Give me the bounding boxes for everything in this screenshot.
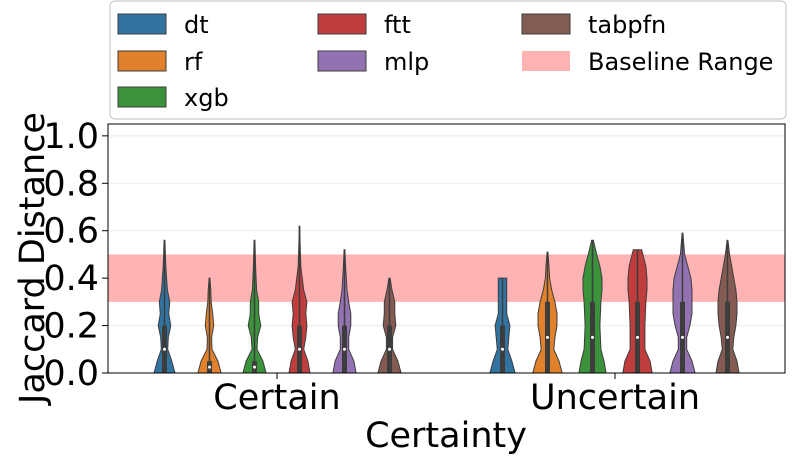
violin-median: [388, 347, 391, 351]
violin-median: [298, 347, 301, 351]
x-axis-label: Certainty: [365, 416, 527, 456]
legend-swatch-tabpfn: [521, 13, 571, 35]
legend-label-tabpfn: tabpfn: [588, 11, 666, 39]
legend-box: [109, 0, 787, 120]
legend-label-ftt: ftt: [384, 11, 411, 39]
violin-median: [253, 365, 256, 369]
legend-swatch-dt: [117, 13, 167, 35]
x-axis: Certain Uncertain: [213, 373, 700, 418]
violin-median: [208, 365, 211, 369]
violin-median: [591, 335, 594, 339]
violin-median: [163, 347, 166, 351]
plot-area: [107, 123, 786, 374]
x-tick-label: Certain: [213, 378, 340, 418]
violin-median: [726, 335, 729, 339]
legend-label-dt: dt: [184, 11, 209, 39]
violin-median: [546, 335, 549, 339]
violins: [153, 225, 740, 374]
violin-median: [343, 347, 346, 351]
legend-label-rf: rf: [184, 48, 203, 76]
legend-swatch-xgb: [117, 86, 167, 108]
baseline-range-band: [108, 254, 785, 302]
y-axis-label: Jaccard Distance: [13, 112, 53, 406]
y-tick-label: 0.4: [43, 259, 99, 299]
legend-swatch-rf: [117, 50, 167, 72]
violin-median: [501, 347, 504, 351]
legend-swatch-ftt: [317, 13, 367, 35]
y-tick-label: 0.8: [43, 164, 99, 204]
y-tick-label: 0.6: [43, 212, 99, 252]
y-axis: 0.0 0.2 0.4 0.6 0.8 1.0: [43, 117, 108, 394]
y-tick-label: 1.0: [43, 117, 99, 157]
legend-label-xgb: xgb: [184, 84, 229, 112]
x-tick-label: Uncertain: [530, 378, 700, 418]
violin-median: [681, 335, 684, 339]
legend-label-mlp: mlp: [384, 48, 429, 76]
legend-label-baseline: Baseline Range: [588, 48, 773, 76]
y-tick-label: 0.0: [43, 354, 99, 394]
violin-median: [636, 335, 639, 339]
plot-frame: [107, 123, 786, 374]
legend-swatch-baseline: [522, 51, 570, 71]
legend-swatch-mlp: [317, 50, 367, 72]
y-tick-label: 0.2: [43, 307, 99, 347]
